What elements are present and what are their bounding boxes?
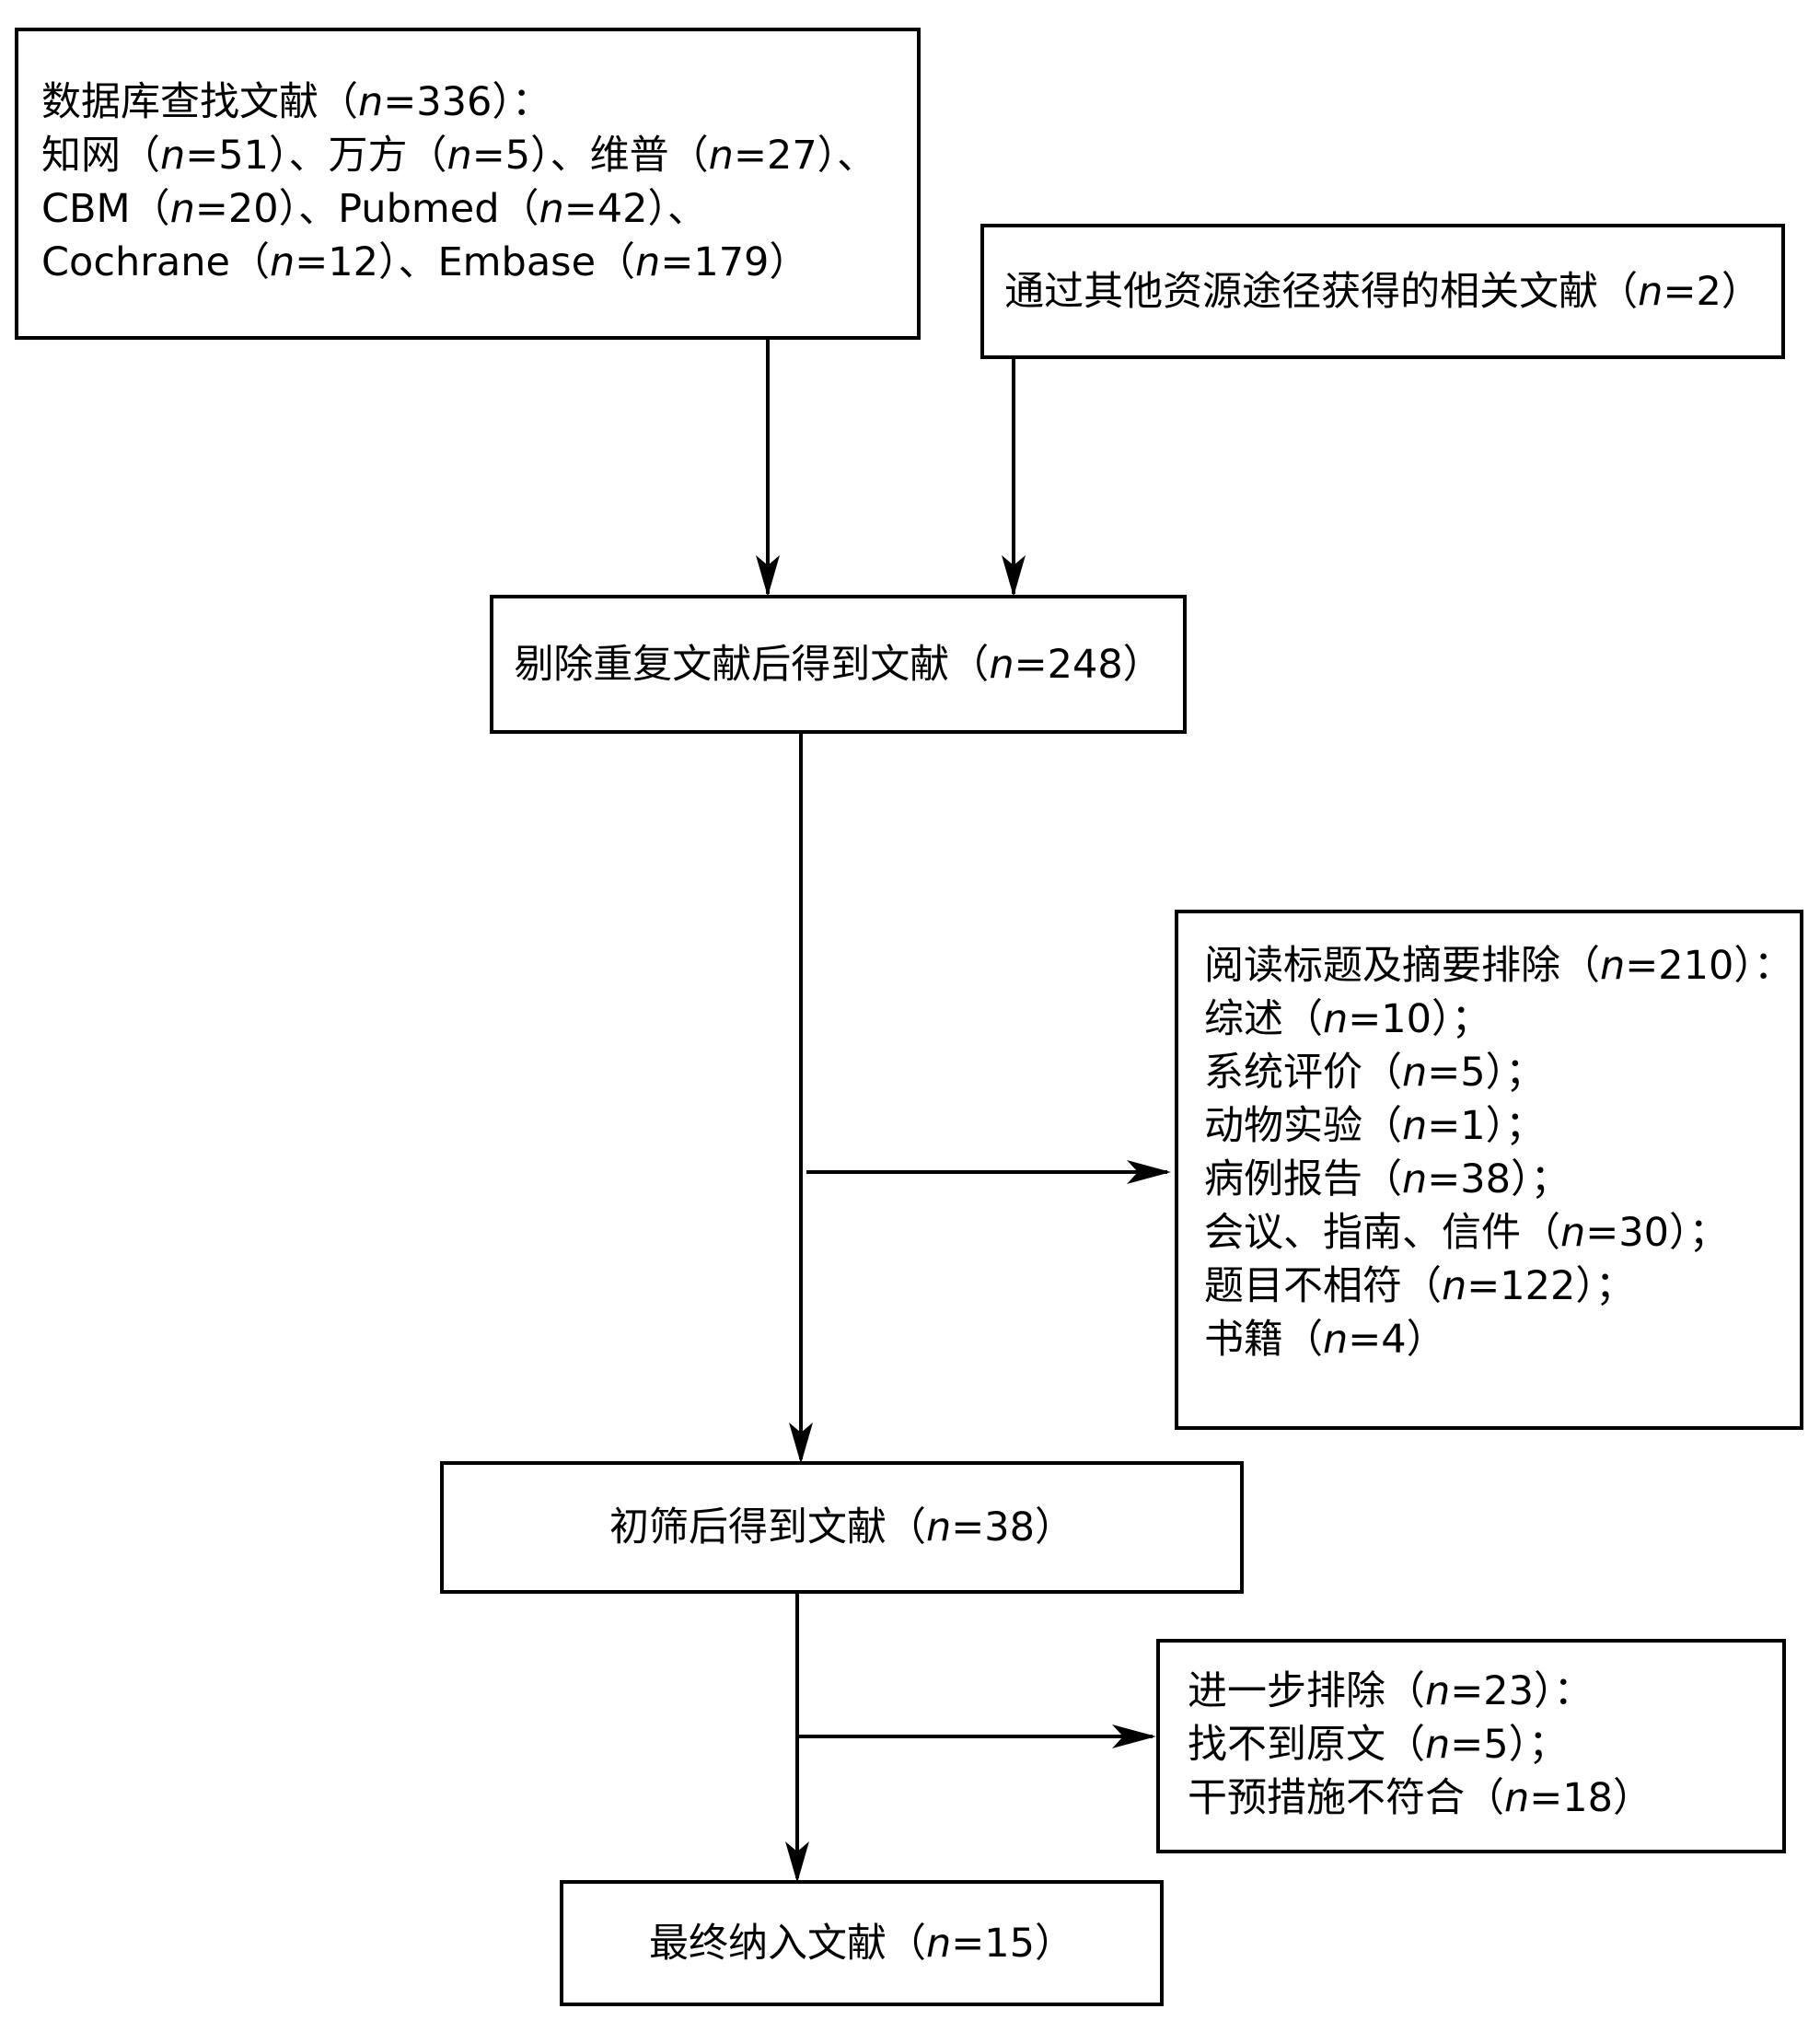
database-search-line-2: 知网（n=51）、万方（n=5）、维普（n=27）、 (41, 133, 877, 179)
arrowhead-search (756, 555, 780, 597)
arrowhead-final (785, 1841, 809, 1883)
database-search-line-1: 数据库查找文献（n=336）： (41, 79, 551, 125)
final-included-box: 最终纳入文献（n=15） (560, 1880, 1164, 2006)
other-sources-box: 通过其他资源途径获得的相关文献（n=2） (980, 224, 1785, 359)
exclusion-line-5: 病例报告（n=38）； (1204, 1156, 1571, 1202)
exclusion-line-1: 阅读标题及摘要排除（n=210）： (1204, 943, 1793, 989)
database-search-box: 数据库查找文献（n=336）： 知网（n=51）、万方（n=5）、维普（n=27… (15, 28, 921, 340)
further-exclusion-line-3: 干预措施不符合（n=18） (1188, 1775, 1653, 1821)
further-exclusion-line-2: 找不到原文（n=5）； (1188, 1722, 1569, 1768)
arrowhead-dedup (789, 1422, 813, 1464)
after-dedup-box: 剔除重复文献后得到文献（n=248） (490, 595, 1187, 734)
exclusion-line-3: 系统评价（n=5）； (1204, 1050, 1546, 1096)
database-search-line-4: Cochrane（n=12）、Embase（n=179） (41, 239, 809, 285)
exclusion-line-6: 会议、指南、信件（n=30）； (1204, 1210, 1729, 1256)
exclusion-line-4: 动物实验（n=1）； (1204, 1103, 1546, 1149)
exclusion-line-8: 书籍（n=4） (1204, 1317, 1446, 1363)
other-sources-text: 通过其他资源途径获得的相关文献（n=2） (1004, 268, 1761, 315)
further-exclusion-box: 进一步排除（n=23）： 找不到原文（n=5）； 干预措施不符合（n=18） (1156, 1639, 1786, 1853)
final-included-text: 最终纳入文献（n=15） (648, 1920, 1074, 1967)
database-search-line-3: CBM（n=20）、Pubmed（n=42）、 (41, 186, 708, 232)
further-exclusion-line-1: 进一步排除（n=23）： (1188, 1668, 1594, 1714)
arrowhead-further-exclusion (1112, 1724, 1156, 1748)
arrowhead-title-exclusion (1127, 1160, 1171, 1184)
arrowhead-other (1002, 555, 1026, 597)
after-screening-box: 初筛后得到文献（n=38） (440, 1461, 1244, 1594)
after-dedup-text: 剔除重复文献后得到文献（n=248） (514, 641, 1163, 688)
exclusion-line-7: 题目不相符（n=122）； (1204, 1263, 1635, 1309)
title-abstract-exclusion-box: 阅读标题及摘要排除（n=210）： 综述（n=10）； 系统评价（n=5）； 动… (1175, 910, 1803, 1430)
exclusion-line-2: 综述（n=10）； (1204, 996, 1491, 1042)
after-screening-text: 初筛后得到文献（n=38） (609, 1504, 1074, 1550)
